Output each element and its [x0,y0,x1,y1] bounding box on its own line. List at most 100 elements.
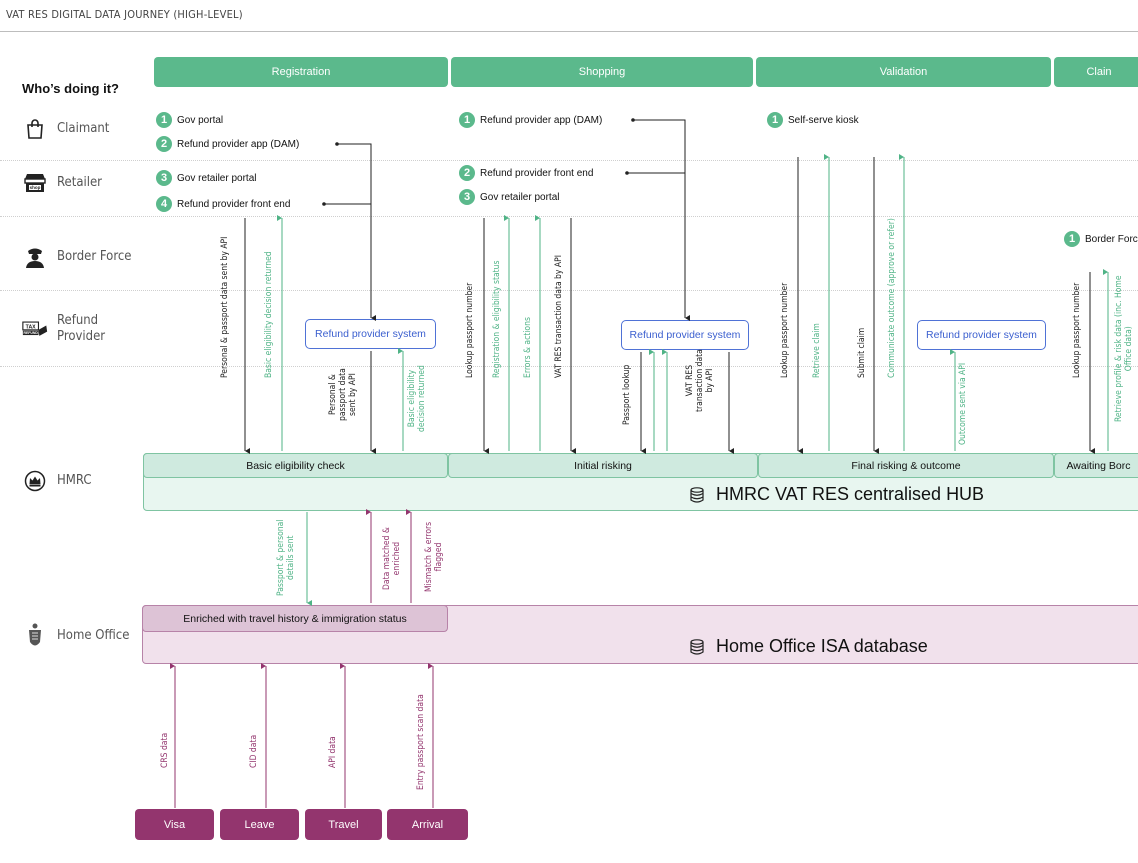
flow-label: CID data [249,734,259,768]
flow-label: CRS data [160,732,170,768]
actor-label-line: Provider [57,329,106,344]
flow-label: Communicate outcome (approve or refer) [887,218,897,378]
actor-label: Claimant [57,121,110,136]
flow-label: Data matched &enriched [382,527,402,590]
title-divider [0,31,1138,32]
flow-label-line: Data matched & [382,527,392,590]
step-number: 4 [156,196,172,212]
crown-icon [22,470,48,492]
flow-label: Passport lookup [622,364,632,425]
registration-step: 3 Gov retailer portal [156,170,256,186]
source-leave: Leave [220,809,299,840]
flow-label-line: Passport & personal [276,519,286,596]
actor-label: Home Office [57,628,130,643]
actor-hmrc: HMRC [22,470,92,492]
source-travel: Travel [305,809,382,840]
flow-label: Lookup passport number [1072,282,1082,378]
flow-label: API data [328,736,338,768]
flow-label-line: decision returned [417,365,427,432]
row-divider [0,366,1138,367]
hub-label: HMRC VAT RES centralised HUB [716,484,985,504]
initial-risking: Initial risking [448,453,758,478]
refund-provider-system-validation: Refund provider system [917,320,1046,350]
flow-label: Submit claim [857,327,867,378]
registration-step: 1 Gov portal [156,112,223,128]
actor-label: HMRC [57,473,92,488]
flow-label-line: Office data) [1124,326,1134,372]
flow-label: Lookup passport number [780,282,790,378]
step-label: Self-serve kiosk [788,114,859,126]
flow-label: Retrieve claim [812,323,822,378]
flow-label-line: Basic eligibility [407,369,417,428]
flow-label: Basic eligibility decision returned [264,251,274,378]
final-risking-outcome: Final risking & outcome [758,453,1054,478]
hmrc-hub-title: HMRC VAT RES centralised HUB [690,484,984,505]
shopping-step: 1 Refund provider app (DAM) [459,112,602,128]
flow-label: Outcome sent via API [958,362,968,445]
basic-eligibility-check: Basic eligibility check [143,453,448,478]
step-number: 3 [459,189,475,205]
svg-text:shop: shop [30,185,41,190]
flow-label-line: details sent [286,535,296,581]
step-label: Refund provider front end [177,198,291,210]
awaiting-border-force: Awaiting Borc [1054,453,1138,478]
step-label: Gov retailer portal [480,191,560,203]
row-divider [0,290,1138,291]
flow-label-line: transaction data [695,349,705,412]
flow-label-line: VAT RES [685,364,695,397]
flow-label: Lookup passport number [465,282,475,378]
page-title: VAT RES DIGITAL DATA JOURNEY (HIGH-LEVEL… [6,8,243,21]
source-visa: Visa [135,809,214,840]
flow-label: Entry passport scan data [416,694,426,790]
flow-label-line: flagged [434,542,444,572]
phase-claim: Clain [1054,57,1138,87]
actor-label: Border Force [57,249,132,264]
validation-step: 1 Self-serve kiosk [767,112,859,128]
registration-step: 4 Refund provider front end [156,196,290,212]
flow-label-line: enriched [392,541,402,576]
phase-shopping: Shopping [451,57,753,87]
step-number: 1 [767,112,783,128]
step-label: Gov retailer portal [177,172,257,184]
flow-label: Personal & passport data sent by API [220,236,230,378]
flow-label: Registration & eligibility status [492,260,502,378]
step-number: 2 [459,165,475,181]
step-number: 1 [156,112,172,128]
home-office-db-title: Home Office ISA database [690,636,928,657]
actor-label-line: Refund [57,313,99,328]
refund-provider-system-shopping: Refund provider system [621,320,749,350]
row-divider [0,160,1138,161]
svg-text:REFUND: REFUND [23,331,38,335]
step-number: 3 [156,170,172,186]
database-icon [690,486,704,503]
step-label: Gov portal [177,114,224,126]
step-number: 1 [459,112,475,128]
step-number: 1 [1064,231,1080,247]
flow-label: VAT RES transaction data by API [554,255,564,378]
crest-icon [22,622,48,650]
flow-label-line: Retrieve profile & risk data (inc. Home [1114,275,1124,422]
shopping-bag-icon [22,118,48,140]
flow-label-line: Mismatch & errors [424,521,434,592]
refund-provider-system-registration: Refund provider system [305,319,436,349]
svg-text:TAX: TAX [26,325,37,331]
step-label: Refund provider app (DAM) [177,138,300,150]
phase-registration: Registration [154,57,448,87]
who-label: Who’s doing it? [22,81,119,96]
flow-label-line: sent by API [348,373,358,417]
actor-label: Retailer [57,175,102,190]
step-label: Refund provider app (DAM) [480,114,603,126]
step-label: Refund provider front end [480,167,594,179]
shopping-step: 2 Refund provider front end [459,165,593,181]
flow-label-line: passport data [338,368,348,421]
